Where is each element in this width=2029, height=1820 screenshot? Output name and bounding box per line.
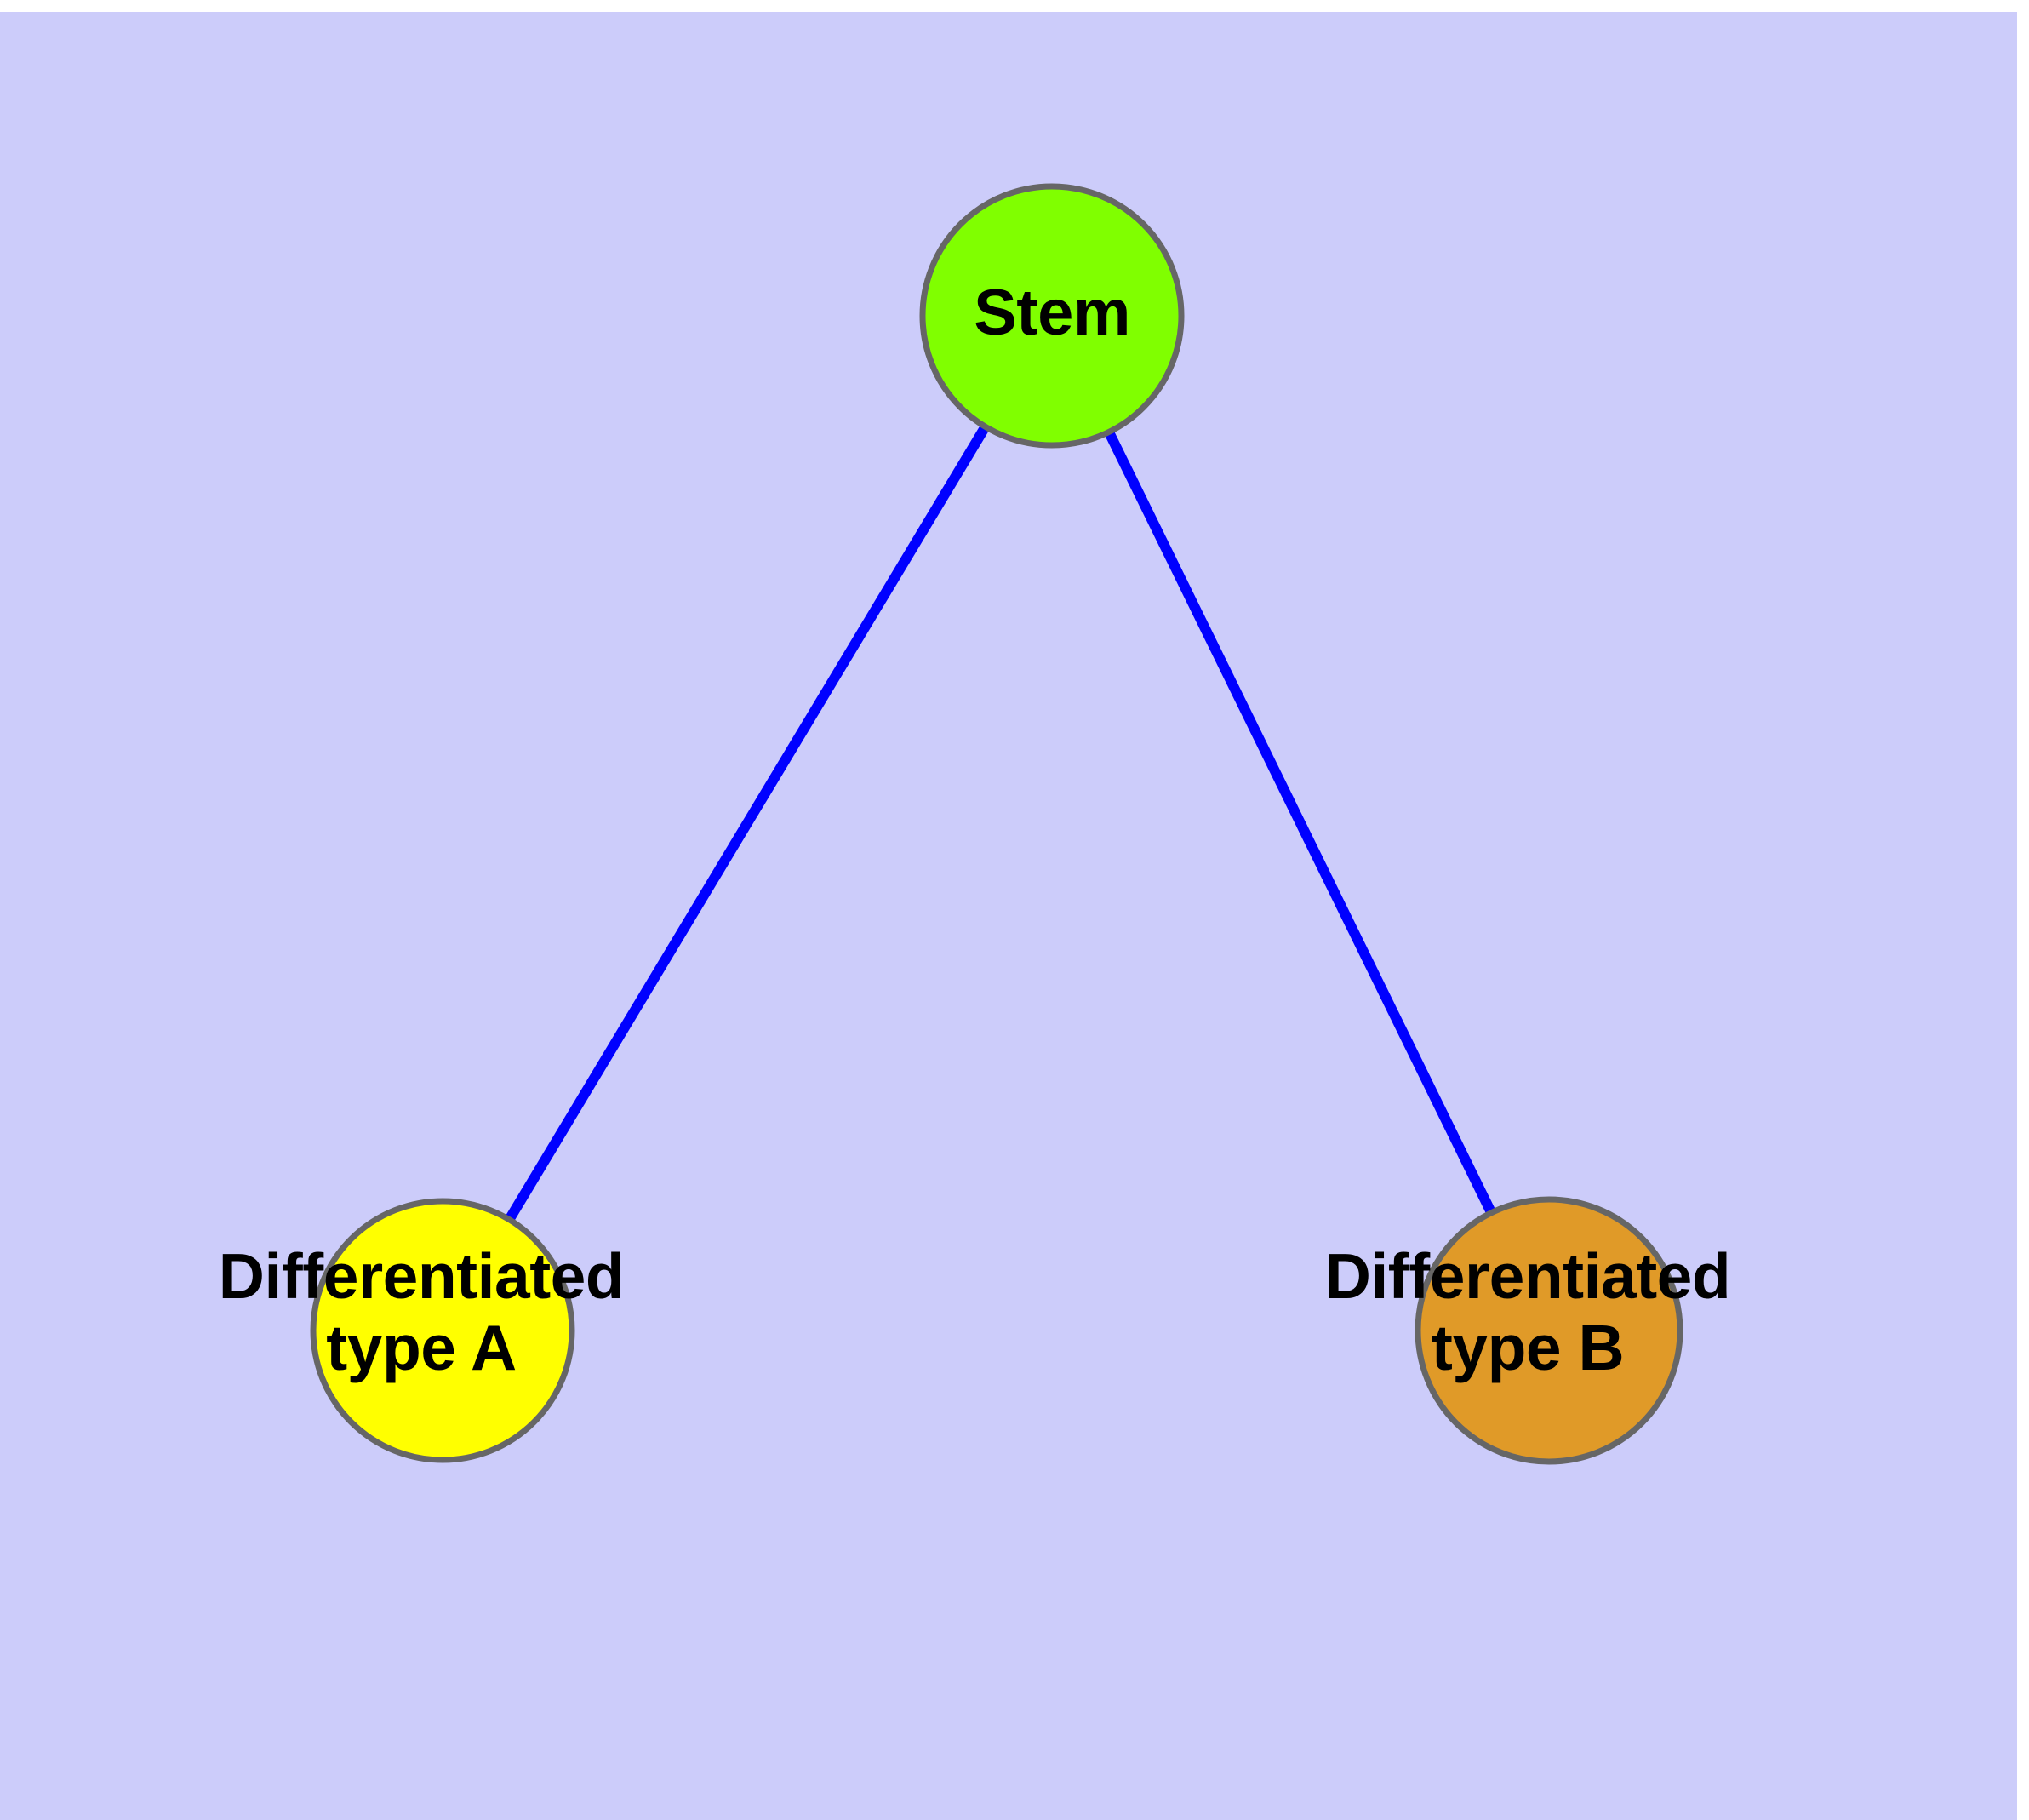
edge-layer <box>437 312 1554 1334</box>
node-layer <box>310 183 1683 1465</box>
graph-svg <box>310 183 1683 1465</box>
node-circle-differentiated-type-a[interactable] <box>310 1198 575 1463</box>
node-circle-differentiated-type-b[interactable] <box>1415 1196 1683 1465</box>
node-circle-stem[interactable] <box>919 183 1185 449</box>
diagram-canvas: Stem Differentiated type A Differentiate… <box>0 12 2017 1820</box>
edge-stem-to-differentiated-type-b[interactable] <box>1047 313 1554 1333</box>
edge-stem-to-differentiated-type-a[interactable] <box>437 312 1057 1334</box>
